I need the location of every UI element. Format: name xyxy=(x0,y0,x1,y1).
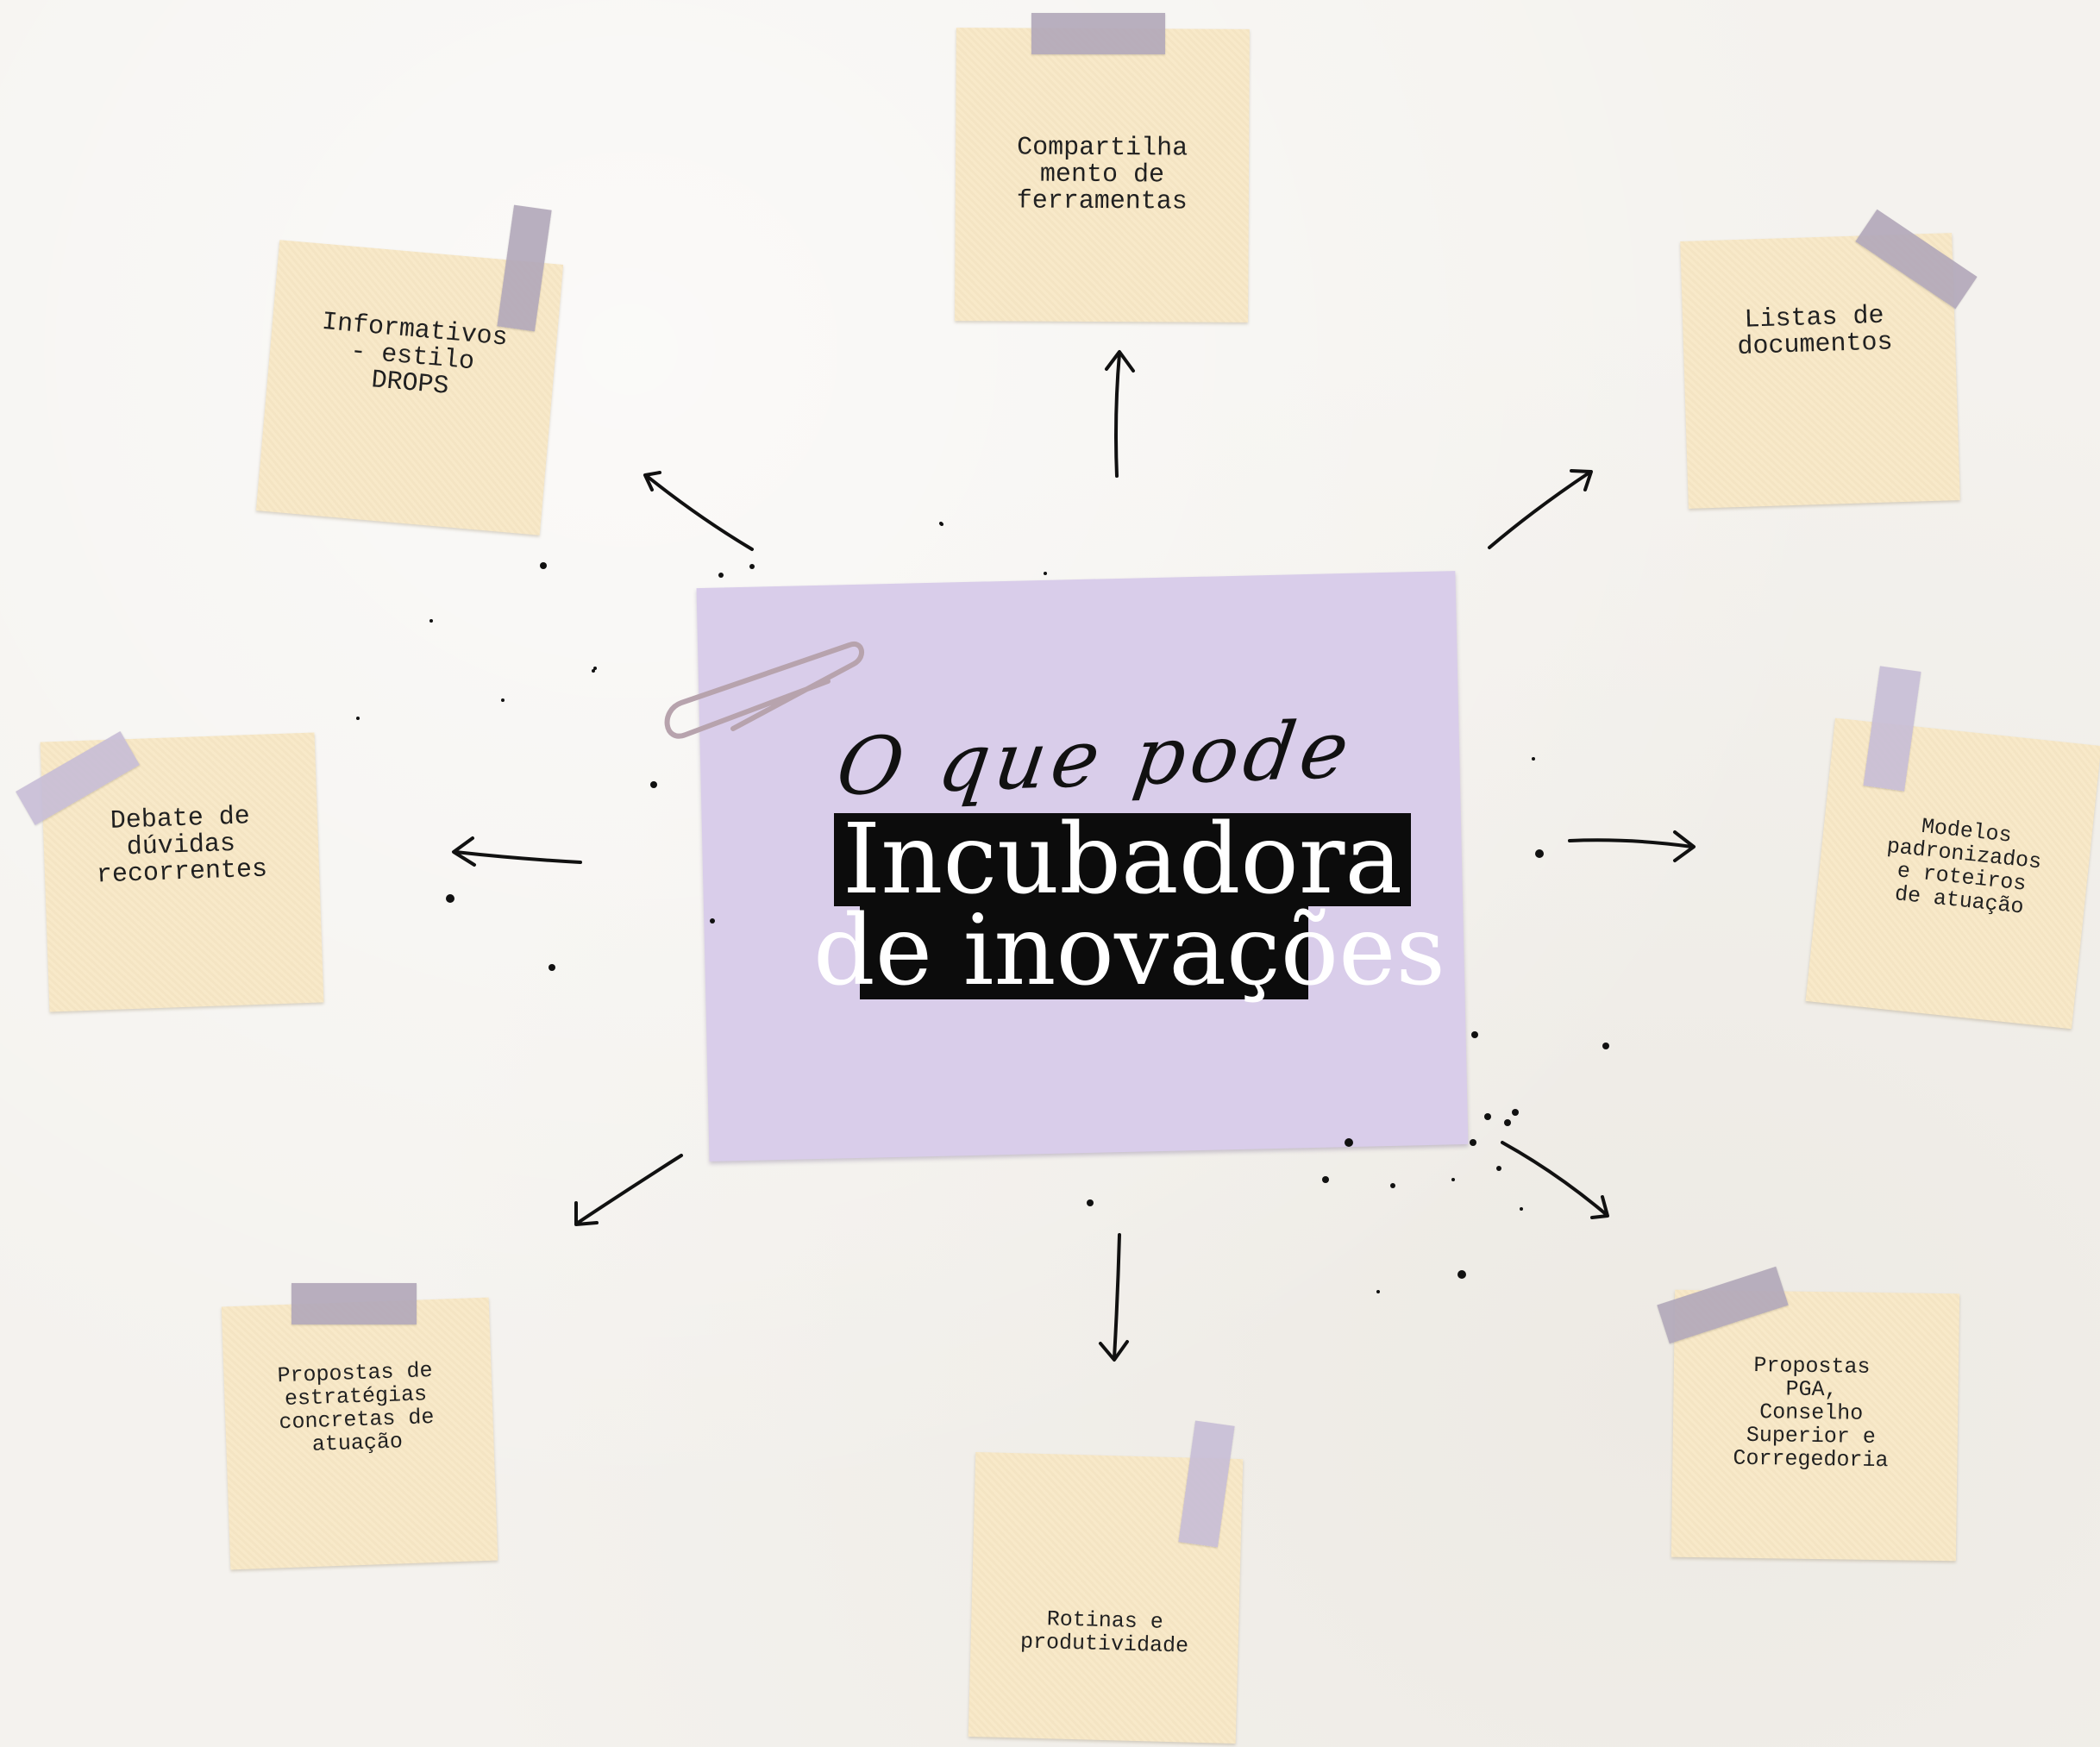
arrow-to-right xyxy=(1568,830,1696,862)
arrow-to-left xyxy=(452,836,582,867)
title-line-1: Incubadora xyxy=(834,811,1412,908)
ink-dots xyxy=(356,522,1609,1293)
arrow-to-upper-left xyxy=(643,471,754,551)
arrow-to-lower-left xyxy=(574,1154,683,1226)
arrow-to-lower-right xyxy=(1501,1141,1609,1219)
title-line-2: de inovações xyxy=(813,895,1445,1007)
title-line-2-highlight xyxy=(860,905,1308,999)
tape-top xyxy=(1031,13,1165,54)
arrow-to-bottom xyxy=(1099,1233,1129,1362)
arrow-to-upper-right xyxy=(1488,469,1593,549)
arrow-to-top xyxy=(1105,350,1135,478)
tape-lower-left xyxy=(291,1283,417,1324)
